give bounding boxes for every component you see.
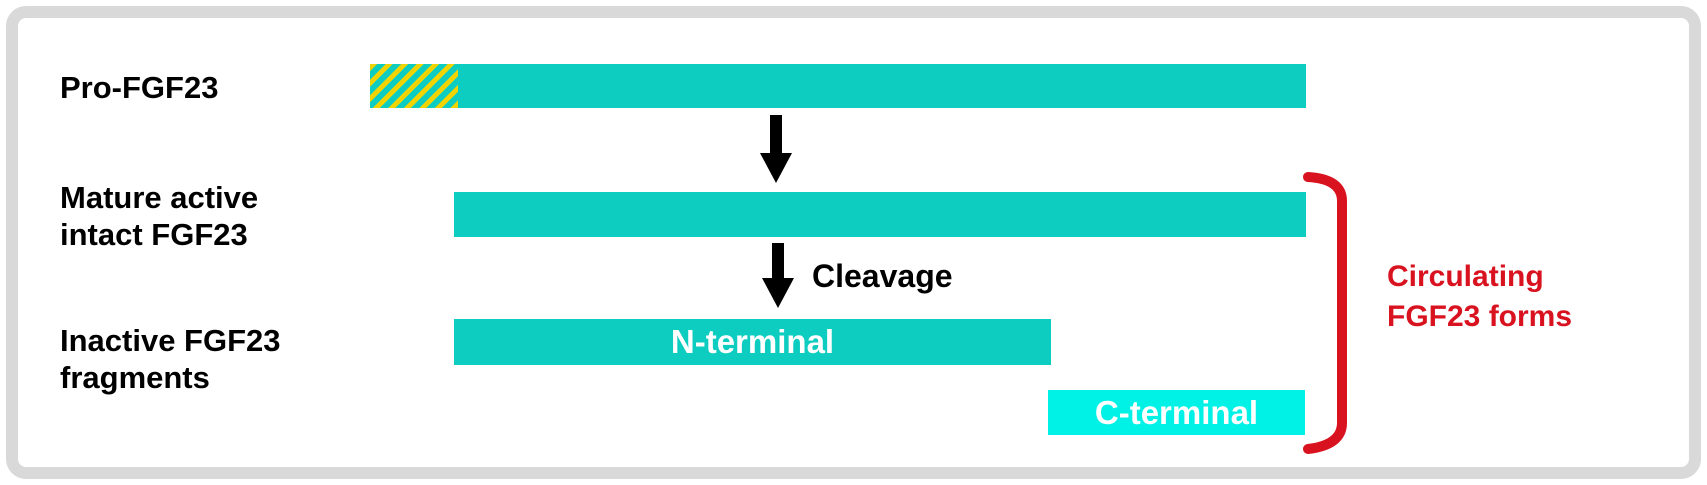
n-terminal-fragment-bar: N-terminal bbox=[454, 319, 1051, 365]
mature-intact-fgf23-bar bbox=[454, 192, 1306, 237]
cleavage-label: Cleavage bbox=[812, 258, 953, 294]
arrow-shaft bbox=[772, 243, 784, 278]
c-terminal-fragment-bar: C-terminal bbox=[1048, 390, 1305, 435]
diagram-border-frame bbox=[6, 6, 1701, 479]
row-label-line: intact FGF23 bbox=[60, 217, 248, 252]
n-terminal-bar-label: N-terminal bbox=[670, 323, 835, 360]
circulating-label-line: Circulating bbox=[1387, 260, 1544, 293]
arrow-head bbox=[760, 153, 792, 183]
row-label-pro-fgf23: Pro-FGF23 bbox=[60, 70, 218, 106]
row-label-mature-intact-fgf23: Mature active intact FGF23 bbox=[60, 179, 258, 253]
arrow-head bbox=[762, 278, 794, 308]
signal-peptide-hatched-region bbox=[370, 64, 458, 108]
circulating-fgf23-forms-label: Circulating FGF23 forms bbox=[1387, 257, 1572, 337]
circulating-label-line: FGF23 forms bbox=[1387, 300, 1573, 333]
arrow-shaft bbox=[770, 115, 782, 153]
row-label-inactive-fgf23-fragments: Inactive FGF23 fragments bbox=[60, 322, 281, 396]
row-label-line: Pro-FGF23 bbox=[60, 70, 219, 105]
row-label-line: fragments bbox=[60, 360, 210, 395]
down-arrow-icon bbox=[762, 243, 794, 308]
row-label-line: Mature active bbox=[60, 180, 259, 215]
pro-fgf23-bar bbox=[370, 64, 1306, 108]
c-terminal-bar-label: C-terminal bbox=[1094, 393, 1259, 431]
bracket-path bbox=[1303, 172, 1347, 454]
down-arrow-icon bbox=[760, 115, 792, 183]
row-label-line: Inactive FGF23 bbox=[60, 323, 281, 358]
right-bracket-icon bbox=[1303, 172, 1347, 454]
